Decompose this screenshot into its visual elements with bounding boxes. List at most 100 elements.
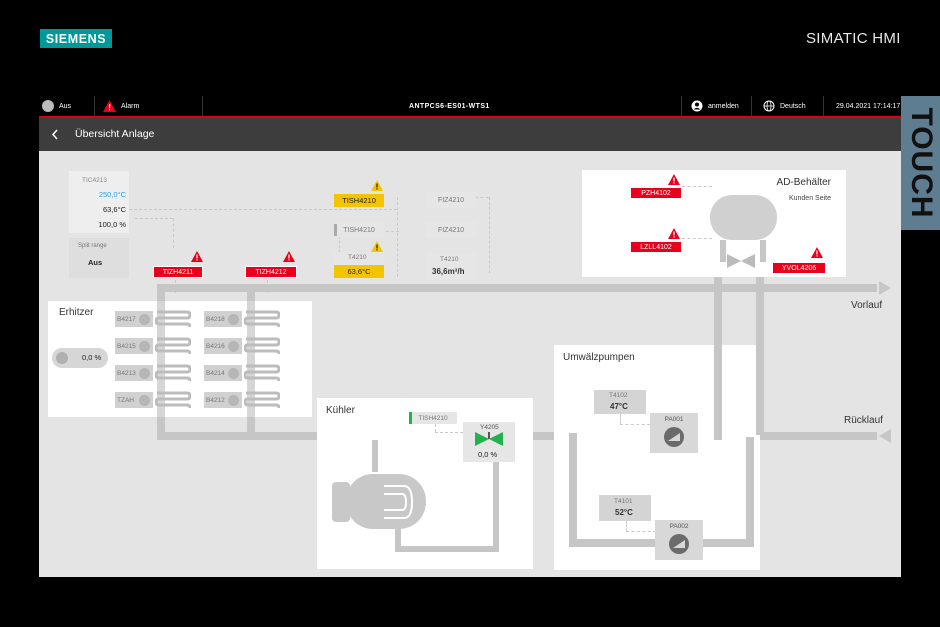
warning-icon: [668, 228, 680, 239]
t4102-value: 47°C: [610, 402, 628, 411]
back-icon[interactable]: [51, 129, 59, 140]
fiz4210-b-tag[interactable]: FIZ4210: [426, 222, 476, 238]
heater-coil[interactable]: B4215: [115, 336, 193, 356]
language-button[interactable]: Deutsch: [763, 96, 806, 116]
heat-exchanger-icon: [155, 337, 191, 355]
heat-exchanger-icon: [244, 364, 280, 382]
tish4210-label: TISH4210: [343, 226, 375, 234]
heater-coil[interactable]: B4213: [115, 363, 193, 383]
pa002-pump[interactable]: PA002: [655, 520, 703, 560]
cooler-title: Kühler: [326, 405, 355, 416]
touch-tag-label: TOUCH: [904, 107, 938, 219]
controller-setpoint: 250,0°C: [98, 190, 126, 199]
heat-exchanger-icon: [244, 337, 280, 355]
tizh4212-tag[interactable]: TIZH4212: [245, 266, 297, 278]
power-toggle[interactable]: Aus: [42, 96, 71, 116]
y4205-valve[interactable]: Y4205 0,0 %: [463, 422, 515, 462]
tish4210-tag[interactable]: TISH4210: [334, 223, 384, 237]
warning-icon: [371, 180, 383, 191]
datetime: 29.04.2021 17:14:17: [836, 102, 901, 110]
yvol4206-tag[interactable]: YVOL4206: [772, 262, 826, 274]
pumps-title: Umwälzpumpen: [563, 352, 635, 363]
language-label: Deutsch: [780, 102, 806, 110]
t4210-box[interactable]: T4210 63,6°C: [334, 252, 384, 279]
process-view: TIC4213 250,0°C 63,6°C 100,0 % Split ran…: [39, 151, 901, 577]
pump-icon: [664, 427, 684, 447]
siemens-logo: SIEMENS: [40, 29, 112, 48]
touch-tag: TOUCH: [901, 96, 940, 230]
ruecklauf-label: Rücklauf: [844, 415, 883, 426]
heater-coil[interactable]: B4214: [204, 363, 282, 383]
cooler-panel: Kühler TISH4210 Y4205 0,0 %: [317, 398, 533, 569]
tizh4211-tag[interactable]: TIZH4211: [153, 266, 203, 278]
warning-icon: [371, 241, 383, 252]
heat-exchanger-icon: [244, 391, 280, 409]
alarm-icon: [103, 100, 116, 112]
heater-coil[interactable]: B4217: [115, 309, 193, 329]
valve-value: 0,0 %: [478, 450, 498, 459]
valve-icon: [475, 432, 503, 446]
controller-output: 100,0 %: [98, 220, 126, 229]
heater-output[interactable]: 0,0 %: [52, 348, 108, 368]
tish4210-alarm-tag[interactable]: TISH4210: [334, 194, 384, 207]
t4102-box[interactable]: T4102 47°C: [594, 390, 646, 414]
fiz4210-a-tag[interactable]: FIZ4210: [426, 192, 476, 208]
flow-tag: T4210: [440, 256, 459, 263]
pumps-panel: Umwälzpumpen T4102 47°C PA001 T4101 52°C…: [554, 345, 764, 570]
split-range-box[interactable]: Split range Aus: [69, 238, 129, 278]
power-icon: [42, 100, 54, 112]
heater-coil[interactable]: TZAH: [115, 390, 193, 410]
globe-icon: [763, 100, 775, 112]
warning-icon: [191, 251, 203, 262]
cooler-tish-label: TISH4210: [418, 414, 448, 422]
heat-exchanger-icon: [155, 364, 191, 382]
heater-output-indicator: [56, 352, 68, 364]
heater-title: Erhitzer: [59, 307, 94, 318]
heater-coil[interactable]: B4216: [204, 336, 282, 356]
cooler-tish-tag[interactable]: TISH4210: [409, 412, 457, 424]
controller-tag: TIC4213: [82, 177, 107, 184]
alarm-label: Alarm: [121, 102, 140, 110]
station-name: ANTPCS6-ES01-WTS1: [409, 102, 490, 110]
flow-pipe: [157, 284, 877, 292]
page-title: Übersicht Anlage: [75, 128, 155, 140]
valve-icon[interactable]: [727, 254, 755, 268]
t4210-value: 63,6°C: [334, 265, 384, 278]
controller-panel[interactable]: TIC4213 250,0°C 63,6°C 100,0 %: [69, 171, 129, 233]
arrow-icon: [879, 429, 891, 443]
split-range-value: Aus: [88, 258, 103, 267]
heater-coil[interactable]: B4218: [204, 309, 282, 329]
tank-icon[interactable]: [710, 195, 777, 240]
heat-exchanger-icon: [155, 391, 191, 409]
warning-icon: [811, 247, 823, 258]
valve-label: Y4205: [480, 424, 499, 431]
lzll4102-tag[interactable]: LZLL4102: [630, 241, 682, 253]
status-bar: Aus Alarm ANTPCS6-ES01-WTS1 anmelden Deu…: [39, 96, 901, 116]
ad-subtitle: Kunden Seite: [788, 195, 831, 202]
ad-title: AD-Behälter: [776, 177, 831, 188]
ad-tank-panel: AD-Behälter Kunden Seite PZH4102 LZLL410…: [582, 170, 846, 277]
t4210-label: T4210: [348, 254, 367, 261]
t4101-value: 52°C: [615, 508, 633, 517]
controller-actual: 63,6°C: [102, 205, 126, 214]
alarm-button[interactable]: Alarm: [103, 96, 139, 116]
split-range-label: Split range: [78, 243, 107, 249]
pump-label: PA001: [664, 416, 684, 423]
cooler-unit[interactable]: [332, 474, 427, 529]
heater-coil[interactable]: B4212: [204, 390, 282, 410]
t4101-box[interactable]: T4101 52°C: [599, 495, 651, 521]
nav-bar: Übersicht Anlage: [39, 118, 901, 151]
heater-output-value: 0,0 %: [82, 353, 102, 362]
pa001-pump[interactable]: PA001: [650, 413, 698, 453]
cooler-tish-indicator: [409, 412, 412, 424]
login-label: anmelden: [708, 102, 739, 110]
power-label: Aus: [59, 102, 72, 110]
warning-icon: [668, 174, 680, 185]
status-divider: [39, 116, 901, 118]
login-button[interactable]: anmelden: [691, 96, 739, 116]
pzh4102-tag[interactable]: PZH4102: [630, 187, 682, 199]
flow-box[interactable]: T4210 36,6m³/h: [426, 253, 476, 280]
t4101-label: T4101: [614, 498, 633, 505]
pump-label: PA002: [669, 523, 689, 530]
user-icon: [691, 100, 703, 112]
